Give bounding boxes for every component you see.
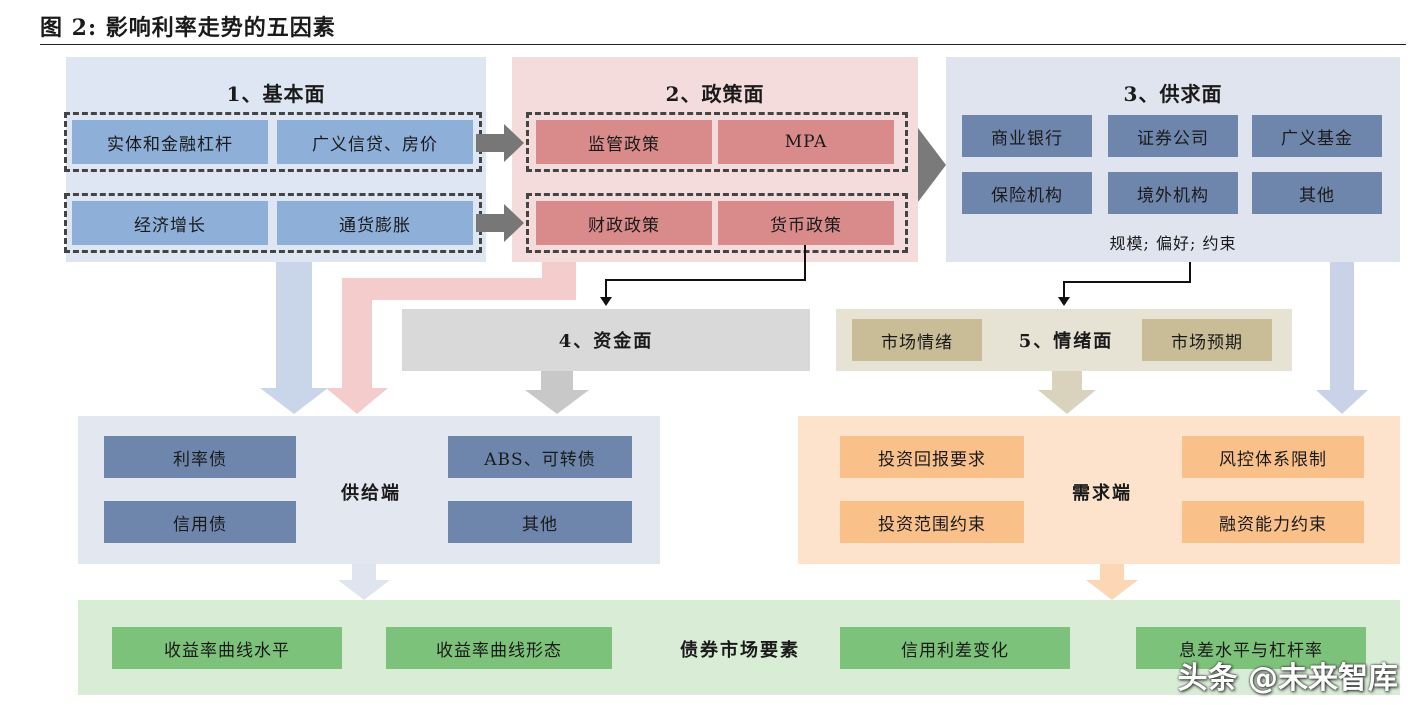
fundamentals-item: 经济增长 — [72, 201, 268, 245]
institution-item: 广义基金 — [1252, 115, 1382, 157]
demand-item: 投资回报要求 — [840, 436, 1024, 478]
arrow-fund-to-policy-1 — [476, 124, 524, 162]
arrow-policy-to-supply — [326, 262, 576, 414]
policy-item: MPA — [718, 120, 894, 164]
policy-item: 货币政策 — [718, 201, 894, 245]
arrow-fundamentals-to-supply — [260, 262, 328, 414]
demand-item: 投资范围约束 — [840, 501, 1024, 543]
panel-funds: 4、资金面 — [402, 309, 810, 371]
bond-item: 息差水平与杠杆率 — [1136, 627, 1366, 669]
bond-market-title: 债券市场要素 — [680, 640, 800, 661]
supply-demand-footer: 规模; 偏好; 约束 — [1109, 234, 1237, 253]
supply-item: 其他 — [448, 501, 632, 543]
supply-item: 信用债 — [104, 501, 296, 543]
arrow-demand-to-bond — [1086, 562, 1138, 600]
panel-supply-demand — [946, 57, 1400, 262]
title-rule — [40, 44, 1406, 45]
panel-fundamentals-title: 1、基本面 — [226, 82, 326, 106]
demand-side-title: 需求端 — [1072, 483, 1132, 504]
supply-side-title: 供给端 — [341, 483, 401, 504]
fundamentals-item: 通货膨胀 — [277, 201, 473, 245]
institution-item: 境外机构 — [1108, 172, 1238, 214]
arrow-supplydemand-to-demand — [1316, 262, 1368, 414]
institution-item: 证券公司 — [1108, 115, 1238, 157]
arrow-policy-to-supplydemand — [918, 128, 946, 202]
fundamentals-item: 广义信贷、房价 — [277, 120, 473, 164]
institution-item: 其他 — [1252, 172, 1382, 214]
demand-item: 融资能力约束 — [1182, 501, 1364, 543]
arrow-supply-to-bond — [338, 562, 390, 600]
arrow-fund-to-policy-2 — [476, 204, 524, 242]
policy-group-2 — [526, 193, 908, 253]
panel-funds-title: 4、资金面 — [558, 331, 654, 352]
sentiment-item: 市场情绪 — [852, 319, 982, 361]
policy-item: 监管政策 — [536, 120, 712, 164]
panel-supply-demand-title: 3、供求面 — [1123, 82, 1223, 106]
fundamentals-item: 实体和金融杠杆 — [72, 120, 268, 164]
panel-sentiment-title: 5、情绪面 — [1018, 331, 1114, 352]
panel-policy-title: 2、政策面 — [665, 82, 765, 106]
line-arrow-sentiment-head — [1058, 297, 1070, 306]
line-arrow-monetary-head — [600, 297, 612, 306]
line-arrow-monetary-to-funds — [605, 245, 806, 300]
bond-item: 信用利差变化 — [840, 627, 1070, 669]
arrow-sentiment-to-demand — [1038, 370, 1096, 414]
supply-item: ABS、可转债 — [448, 436, 632, 478]
arrow-funds-to-supply — [525, 370, 589, 414]
demand-item: 风控体系限制 — [1182, 436, 1364, 478]
institution-item: 商业银行 — [962, 115, 1092, 157]
sentiment-item: 市场预期 — [1142, 319, 1272, 361]
bond-item: 收益率曲线形态 — [386, 627, 612, 669]
watermark: 头条 @未来智库 — [1177, 661, 1398, 696]
supply-item: 利率债 — [104, 436, 296, 478]
policy-item: 财政政策 — [536, 201, 712, 245]
policy-group-1 — [526, 112, 908, 172]
institution-item: 保险机构 — [962, 172, 1092, 214]
bond-item: 收益率曲线水平 — [112, 627, 342, 669]
line-arrow-supplydemand-to-sentiment — [1063, 262, 1191, 300]
figure-title: 图 2: 影响利率走势的五因素 — [40, 15, 336, 41]
